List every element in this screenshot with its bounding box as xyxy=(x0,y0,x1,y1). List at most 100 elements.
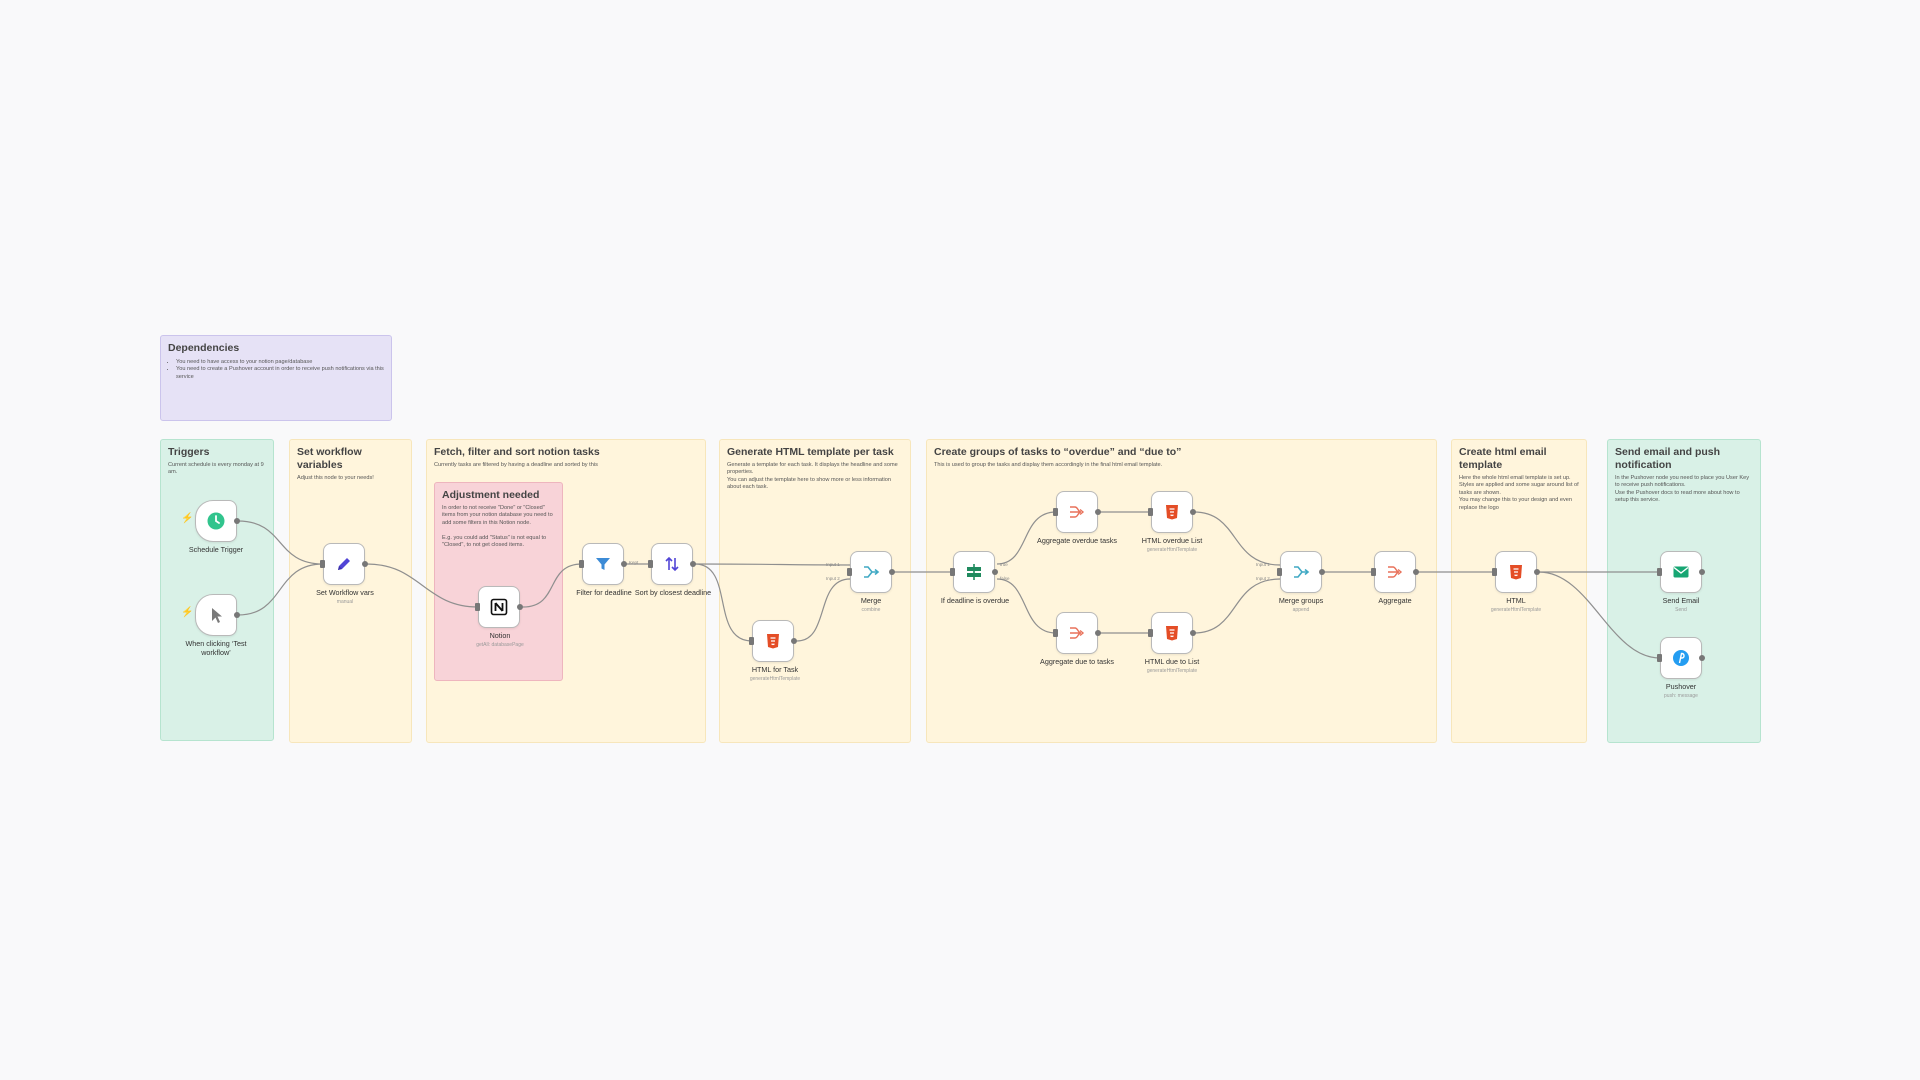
input-port[interactable] xyxy=(847,568,852,576)
node-label: Set Workflow vars xyxy=(316,588,374,597)
node-label: HTML overdue List xyxy=(1141,536,1203,545)
node-manual-trigger[interactable] xyxy=(195,594,240,636)
node-html-due-list[interactable] xyxy=(1148,612,1196,654)
output-port[interactable] xyxy=(1699,569,1705,575)
output-port[interactable] xyxy=(1319,569,1325,575)
input-port[interactable] xyxy=(1657,568,1662,576)
output-port[interactable] xyxy=(1190,509,1196,515)
output-port[interactable] xyxy=(1095,509,1101,515)
input-port[interactable] xyxy=(1148,508,1153,516)
node-pushover[interactable] xyxy=(1657,637,1705,679)
aggregate-icon xyxy=(1388,566,1403,578)
node-subtitle: Send xyxy=(1675,607,1687,613)
input-port[interactable] xyxy=(320,560,325,568)
input-port[interactable] xyxy=(579,560,584,568)
node-label: Aggregate xyxy=(1378,596,1412,605)
node-merge-groups[interactable] xyxy=(1277,551,1325,593)
edge-if-true xyxy=(996,511,1057,565)
node-if-overdue[interactable] xyxy=(950,551,998,593)
node-label: Aggregate due to tasks xyxy=(1040,657,1114,666)
sticky-groups[interactable]: Create groups of tasks to “overdue” and … xyxy=(926,439,1437,743)
sticky-text: Currently tasks are filtered by having a… xyxy=(434,462,598,468)
node-html[interactable] xyxy=(1492,551,1540,593)
edge-label-input2: Input 2 xyxy=(826,576,840,581)
node-set-workflow-vars[interactable] xyxy=(320,543,368,585)
node-filter-deadline[interactable] xyxy=(579,543,627,585)
node-subtitle: manual xyxy=(336,599,354,605)
node-label: Filter for deadline xyxy=(576,588,632,597)
input-port[interactable] xyxy=(648,560,653,568)
output-port[interactable] xyxy=(992,569,998,575)
node-subtitle: combine xyxy=(861,607,881,613)
sticky-title: Create html email template xyxy=(1459,446,1547,471)
input-port[interactable] xyxy=(1277,568,1282,576)
edge-label-input2: Input 2 xyxy=(1256,576,1270,581)
sticky-triggers[interactable]: Triggers Current schedule is every monda… xyxy=(160,439,274,741)
output-port[interactable] xyxy=(1190,630,1196,636)
output-port[interactable] xyxy=(889,569,895,575)
output-port[interactable] xyxy=(234,518,240,524)
node-schedule-trigger[interactable] xyxy=(195,500,240,542)
input-port[interactable] xyxy=(749,637,754,645)
input-port[interactable] xyxy=(1492,568,1497,576)
node-subtitle: generateHtmlTemplate xyxy=(749,676,801,682)
input-port[interactable] xyxy=(950,568,955,576)
node-subtitle: append xyxy=(1292,607,1310,613)
node-subtitle: generateHtmlTemplate xyxy=(1146,668,1198,674)
trigger-bolt-icon: ⚡ xyxy=(181,607,194,618)
edge-setvars-to-notion xyxy=(366,563,479,608)
sticky-set-vars[interactable]: Set workflow variables Adjust this node … xyxy=(289,439,412,743)
trigger-bolt-icon: ⚡ xyxy=(181,513,194,524)
output-port[interactable] xyxy=(1699,655,1705,661)
node-subtitle: getAll: databasePage xyxy=(476,642,524,648)
aggregate-icon xyxy=(1070,627,1085,639)
input-port[interactable] xyxy=(1148,629,1153,637)
node-aggregate-due[interactable] xyxy=(1053,612,1101,654)
output-port[interactable] xyxy=(517,604,523,610)
node-aggregate[interactable] xyxy=(1371,551,1419,593)
input-port[interactable] xyxy=(1053,629,1058,637)
edge-if-false xyxy=(996,578,1057,634)
edge-schedule-to-setvars xyxy=(237,520,324,565)
node-merge[interactable] xyxy=(847,551,895,593)
node-aggregate-overdue[interactable] xyxy=(1053,491,1101,533)
edge-label-input1: Input 1 xyxy=(1256,562,1270,567)
edge-label-kept: Kept xyxy=(629,560,639,565)
dependency-list: You need to have access to your notion p… xyxy=(168,359,384,381)
sort-icon xyxy=(665,556,679,572)
input-port[interactable] xyxy=(1371,568,1376,576)
node-sort-deadline[interactable] xyxy=(648,543,696,585)
output-port[interactable] xyxy=(621,561,627,567)
edge-manual-to-setvars xyxy=(237,563,324,616)
pushover-icon xyxy=(1673,650,1689,666)
node-html-overdue-list[interactable] xyxy=(1148,491,1196,533)
output-port[interactable] xyxy=(1534,569,1540,575)
node-send-email[interactable] xyxy=(1657,551,1705,593)
node-subtitle: generateHtmlTemplate xyxy=(1490,607,1542,613)
output-port[interactable] xyxy=(1095,630,1101,636)
input-port[interactable] xyxy=(475,603,480,611)
input-port[interactable] xyxy=(1053,508,1058,516)
input-port[interactable] xyxy=(1657,654,1662,662)
merge-icon xyxy=(1294,566,1310,578)
edge-label-input1: Input 1 xyxy=(826,562,840,567)
sticky-dependencies[interactable]: Dependencies You need to have access to … xyxy=(160,335,392,421)
output-port[interactable] xyxy=(690,561,696,567)
edge-label-true: true xyxy=(1000,562,1008,567)
node-label: Schedule Trigger xyxy=(188,545,244,554)
sticky-adjustment[interactable]: Adjustment needed In order to not receiv… xyxy=(434,482,563,681)
output-port[interactable] xyxy=(1413,569,1419,575)
node-label: Notion xyxy=(489,631,511,640)
node-label: When clicking ‘Test workflow’ xyxy=(185,639,247,657)
sticky-text: In order to not receive "Done" or "Close… xyxy=(442,505,553,549)
node-label: HTML xyxy=(1506,596,1526,605)
node-notion[interactable] xyxy=(475,586,523,628)
node-html-for-task[interactable] xyxy=(749,620,797,662)
output-port[interactable] xyxy=(234,612,240,618)
output-port[interactable] xyxy=(362,561,368,567)
sticky-title: Generate HTML template per task xyxy=(727,446,894,458)
output-port[interactable] xyxy=(791,638,797,644)
cursor-icon xyxy=(212,608,222,623)
notion-icon xyxy=(490,598,508,616)
